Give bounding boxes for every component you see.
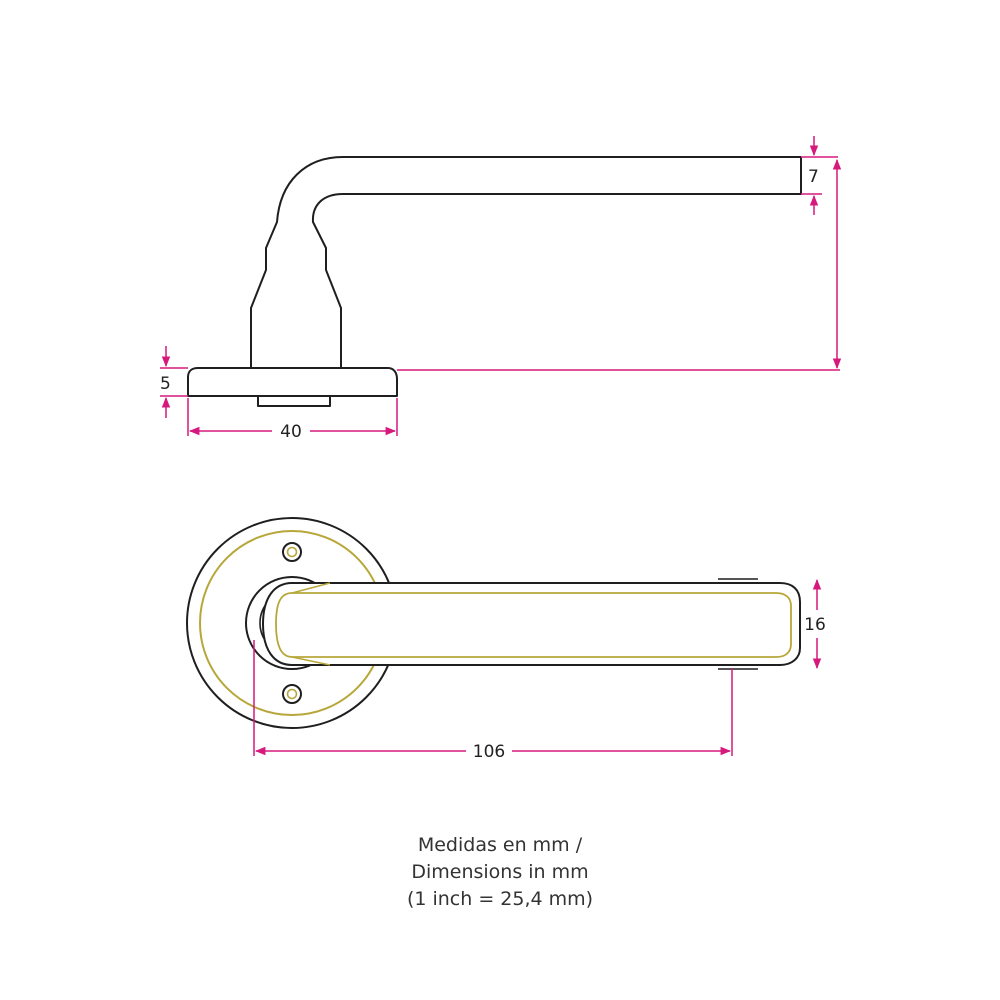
label-rose-thickness: 5 [160, 374, 171, 394]
top-view-lever-body [262, 582, 801, 666]
label-lever-width: 16 [804, 615, 826, 635]
dim-rose-thickness [160, 346, 188, 418]
top-view [186, 517, 801, 729]
label-handle-thickness: 7 [808, 167, 819, 187]
units-caption: Medidas en mm / Dimensions in mm (1 inch… [0, 832, 1000, 913]
label-rose-diameter: 40 [280, 422, 302, 442]
dim-overall-height [397, 158, 842, 371]
dim-handle-thickness [801, 136, 838, 215]
caption-line-conversion: (1 inch = 25,4 mm) [406, 888, 594, 910]
dimensions [160, 136, 842, 756]
top-view-lever-bevel [275, 592, 792, 658]
side-view-spindle-plate [257, 395, 331, 407]
side-view [187, 156, 802, 407]
caption-line-spanish: Medidas en mm / [417, 834, 583, 856]
side-view-lever-outline [250, 156, 802, 368]
top-view-lever-top-edge [291, 582, 331, 594]
top-view-lever-bottom-edge [291, 656, 331, 666]
screw-icon [282, 684, 302, 704]
screw-icon [282, 542, 302, 562]
dim-handle-length [253, 640, 733, 756]
dim-rose-diameter [187, 398, 398, 436]
side-view-rose [187, 367, 398, 397]
label-handle-length: 106 [473, 742, 505, 762]
caption-line-english: Dimensions in mm [411, 861, 589, 883]
